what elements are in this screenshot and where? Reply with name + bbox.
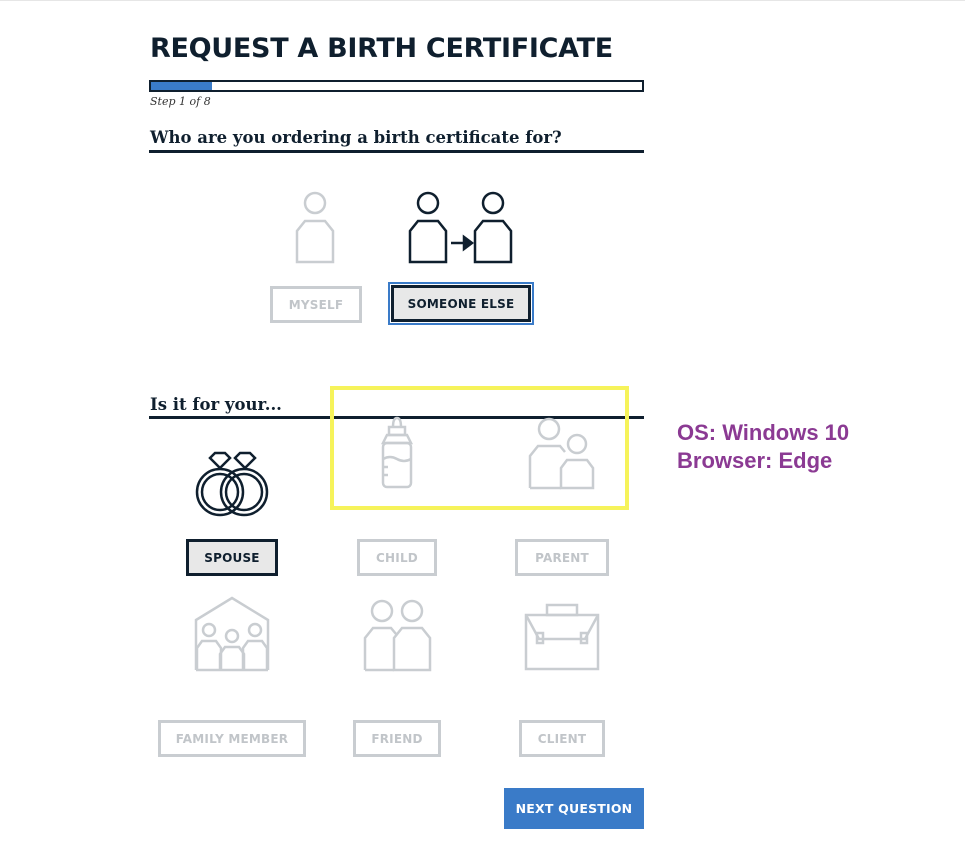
- annotation-highlight-box: [330, 386, 629, 510]
- focus-ring: [388, 282, 534, 325]
- question-1-heading: Who are you ordering a birth certificate…: [150, 128, 562, 147]
- option-spouse-button[interactable]: SPOUSE: [186, 539, 278, 576]
- question-1-rule: [149, 150, 644, 153]
- page-title: REQUEST A BIRTH CERTIFICATE: [150, 33, 613, 64]
- question-2-heading: Is it for your...: [150, 395, 282, 414]
- person-icon: [293, 191, 337, 265]
- option-myself-button[interactable]: MYSELF: [270, 286, 362, 323]
- browser-label: Browser: Edge: [677, 448, 833, 473]
- option-someone-else-button[interactable]: SOMEONE ELSE: [391, 285, 531, 322]
- step-indicator: Step 1 of 8: [150, 95, 211, 108]
- wedding-rings-icon: [193, 450, 271, 520]
- progress-bar: [149, 80, 644, 92]
- two-people-icon: [362, 598, 434, 672]
- os-label: OS: Windows 10: [677, 420, 850, 445]
- option-child-button[interactable]: CHILD: [357, 539, 437, 576]
- progress-fill: [151, 82, 213, 90]
- top-border: [0, 0, 965, 1]
- parent-child-icon: [527, 416, 597, 492]
- family-house-icon: [194, 596, 270, 672]
- option-client-button[interactable]: CLIENT: [519, 720, 605, 757]
- option-parent-button[interactable]: PARENT: [515, 539, 609, 576]
- option-family-member-button[interactable]: FAMILY MEMBER: [158, 720, 306, 757]
- option-friend-button[interactable]: FRIEND: [353, 720, 441, 757]
- environment-annotation: OS: Windows 10 Browser: Edge: [677, 419, 849, 475]
- person-to-person-icon: [406, 191, 516, 265]
- briefcase-icon: [523, 603, 601, 671]
- baby-bottle-icon: [377, 415, 417, 491]
- next-question-button[interactable]: NEXT QUESTION: [504, 788, 644, 829]
